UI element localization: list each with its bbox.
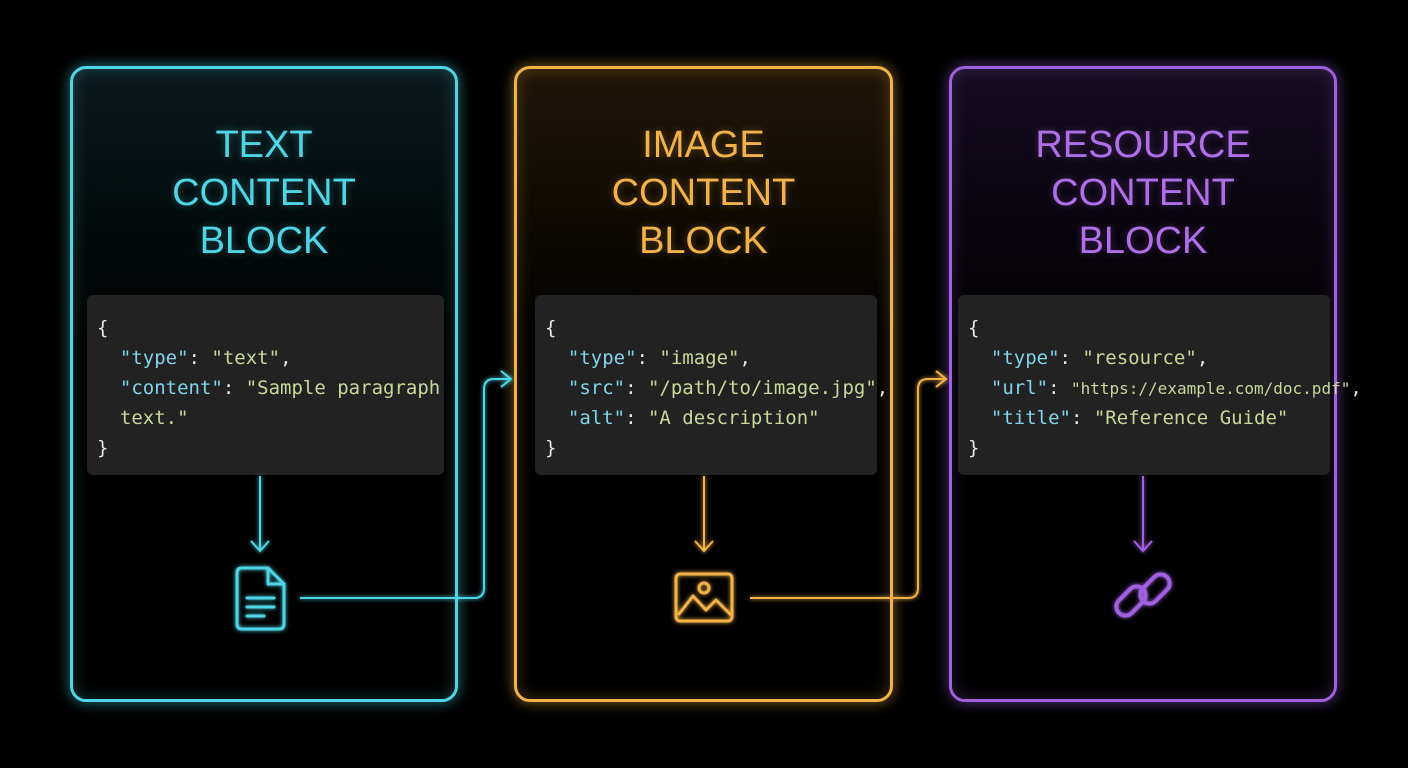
json-colon: :: [625, 407, 648, 429]
json-key: "src": [567, 377, 626, 399]
image-icon: [674, 572, 734, 623]
json-value: "text": [211, 347, 281, 369]
title-line: RESOURCE: [1035, 124, 1251, 166]
json-colon: :: [636, 347, 660, 369]
json-colon: :: [188, 347, 212, 369]
text-content-block-panel: TEXT CONTENT BLOCK { "type": "text", "co…: [70, 66, 458, 702]
json-comma: ,: [1196, 347, 1209, 369]
title-line: CONTENT: [1051, 172, 1235, 214]
title-line: CONTENT: [172, 172, 356, 214]
json-colon: :: [222, 377, 246, 399]
json-colon: :: [1059, 347, 1083, 369]
json-key: "content": [119, 377, 223, 399]
json-brace: {: [97, 317, 109, 339]
title-line: IMAGE: [642, 124, 765, 166]
json-colon: :: [625, 377, 648, 399]
text-down-arrow: [250, 476, 270, 553]
text-block-json: { "type": "text", "content": "Sample par…: [87, 295, 444, 475]
json-comma: ,: [1350, 377, 1362, 399]
image-block-json: { "type": "image", "src": "/path/to/imag…: [535, 295, 888, 475]
resource-block-json: { "type": "resource", "url": "https://ex…: [958, 295, 1362, 475]
text-to-image-connector: [300, 370, 513, 599]
document-icon: [235, 566, 286, 631]
json-colon: :: [1070, 407, 1094, 429]
json-brace: {: [545, 317, 557, 339]
json-brace: }: [545, 437, 557, 459]
json-key: "type": [990, 347, 1060, 369]
link-icon: [1114, 572, 1172, 618]
json-key: "url": [990, 377, 1049, 399]
title-line: TEXT: [215, 124, 313, 166]
json-brace: }: [97, 437, 109, 459]
json-value: "Sample paragraph: [245, 377, 441, 399]
title-line: BLOCK: [199, 220, 329, 262]
json-key: "type": [567, 347, 637, 369]
json-value: "A description": [647, 407, 820, 429]
json-comma: ,: [280, 347, 292, 369]
image-down-arrow: [694, 476, 714, 553]
json-value: "/path/to/image.jpg": [647, 377, 877, 399]
image-block-title: IMAGE CONTENT BLOCK: [517, 121, 890, 265]
text-block-title: TEXT CONTENT BLOCK: [73, 121, 455, 265]
resource-block-title: RESOURCE CONTENT BLOCK: [952, 121, 1334, 265]
json-comma: ,: [739, 347, 751, 369]
json-key: "title": [990, 407, 1071, 429]
json-value: "resource": [1082, 347, 1197, 369]
json-colon: :: [1048, 377, 1071, 399]
json-brace: }: [968, 437, 980, 459]
title-line: BLOCK: [639, 220, 768, 262]
json-key: "type": [119, 347, 189, 369]
title-line: BLOCK: [1078, 220, 1208, 262]
json-brace: {: [968, 317, 980, 339]
resource-content-block-panel: RESOURCE CONTENT BLOCK { "type": "resour…: [949, 66, 1362, 702]
json-value: "https://example.com/doc.pdf": [1070, 379, 1351, 398]
json-value: text.": [119, 407, 189, 429]
title-line: CONTENT: [611, 172, 796, 214]
json-value: "Reference Guide": [1093, 407, 1289, 429]
image-to-resource-connector: [750, 370, 948, 599]
json-value: "image": [659, 347, 740, 369]
image-content-block-panel: IMAGE CONTENT BLOCK { "type": "image", "…: [514, 66, 893, 702]
json-comma: ,: [876, 377, 889, 399]
json-key: "alt": [567, 407, 626, 429]
resource-down-arrow: [1133, 476, 1153, 553]
